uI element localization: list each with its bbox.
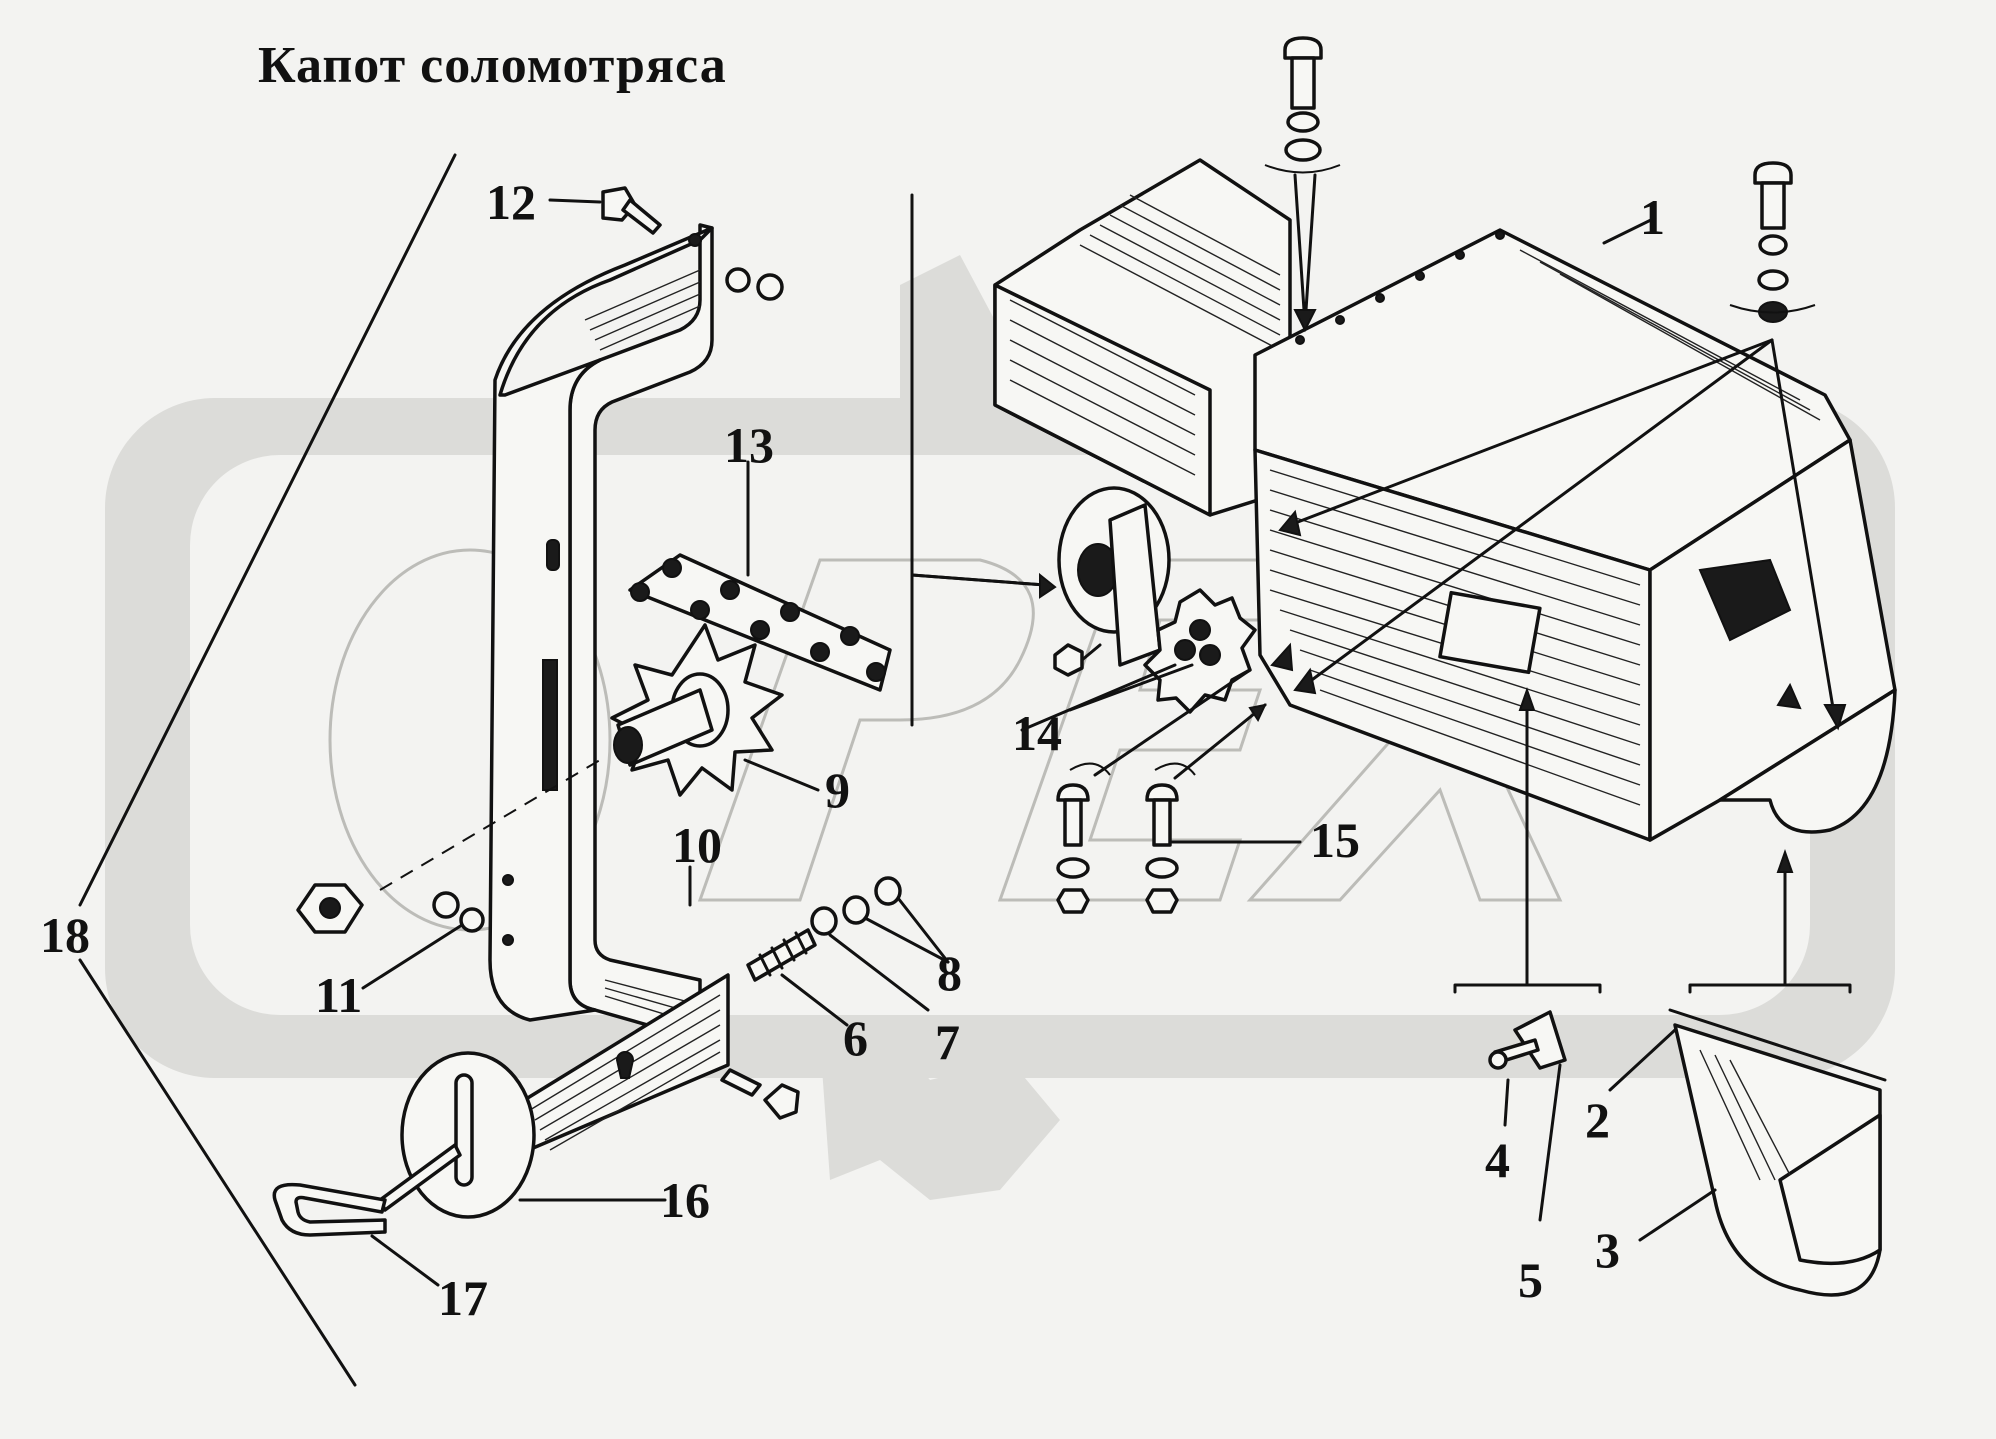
spring-washers-drawing bbox=[746, 876, 950, 1027]
callout-6: 6 bbox=[843, 1010, 868, 1066]
hook-17-drawing bbox=[272, 1143, 462, 1287]
callout-7: 7 bbox=[935, 1014, 960, 1070]
chain-13-drawing bbox=[628, 460, 892, 692]
callout-8: 8 bbox=[937, 945, 962, 1001]
hood-1-drawing bbox=[1253, 216, 1897, 842]
plate-16-drawing bbox=[400, 973, 800, 1219]
side-bracket-drawing bbox=[488, 223, 714, 1042]
callout-13: 13 bbox=[724, 417, 774, 473]
parts-2-3-drawing bbox=[1608, 848, 1887, 1297]
pulley-gear-drawing bbox=[1020, 486, 1257, 732]
assembly-arrows bbox=[910, 193, 1294, 727]
callout-2: 2 bbox=[1585, 1092, 1610, 1148]
callout-9: 9 bbox=[825, 762, 850, 818]
callout-3: 3 bbox=[1595, 1222, 1620, 1278]
callout-12: 12 bbox=[486, 174, 536, 230]
callout-5: 5 bbox=[1518, 1252, 1543, 1308]
parts-4-5-drawing bbox=[1453, 686, 1602, 1222]
callout-11: 11 bbox=[315, 967, 363, 1023]
callout-10: 10 bbox=[672, 817, 722, 873]
callout-17: 17 bbox=[438, 1270, 488, 1326]
bolts-15-drawing bbox=[1056, 668, 1302, 914]
sprocket-9-drawing bbox=[379, 623, 820, 891]
diagram-title: Капот соломотряса bbox=[258, 37, 727, 94]
group-18-line-lower bbox=[78, 958, 357, 1387]
hood-top-bolts-drawing bbox=[1264, 36, 1847, 731]
leader-14 bbox=[1068, 663, 1194, 712]
watermark-letter-r bbox=[697, 558, 1035, 902]
group-18-line-upper bbox=[78, 153, 457, 907]
upper-hood-block-drawing bbox=[993, 158, 1292, 517]
callout-18: 18 bbox=[40, 907, 90, 963]
callout-4: 4 bbox=[1485, 1132, 1510, 1188]
callout-16: 16 bbox=[660, 1172, 710, 1228]
nuts-11-drawing bbox=[296, 883, 485, 990]
hood-lower-arrows bbox=[1776, 682, 1802, 710]
callout-15: 15 bbox=[1310, 812, 1360, 868]
shaft-center-dashline bbox=[379, 759, 601, 891]
bolt-12-drawing bbox=[548, 186, 784, 301]
callout-14: 14 bbox=[1012, 705, 1062, 761]
callout-1: 1 bbox=[1640, 189, 1665, 245]
